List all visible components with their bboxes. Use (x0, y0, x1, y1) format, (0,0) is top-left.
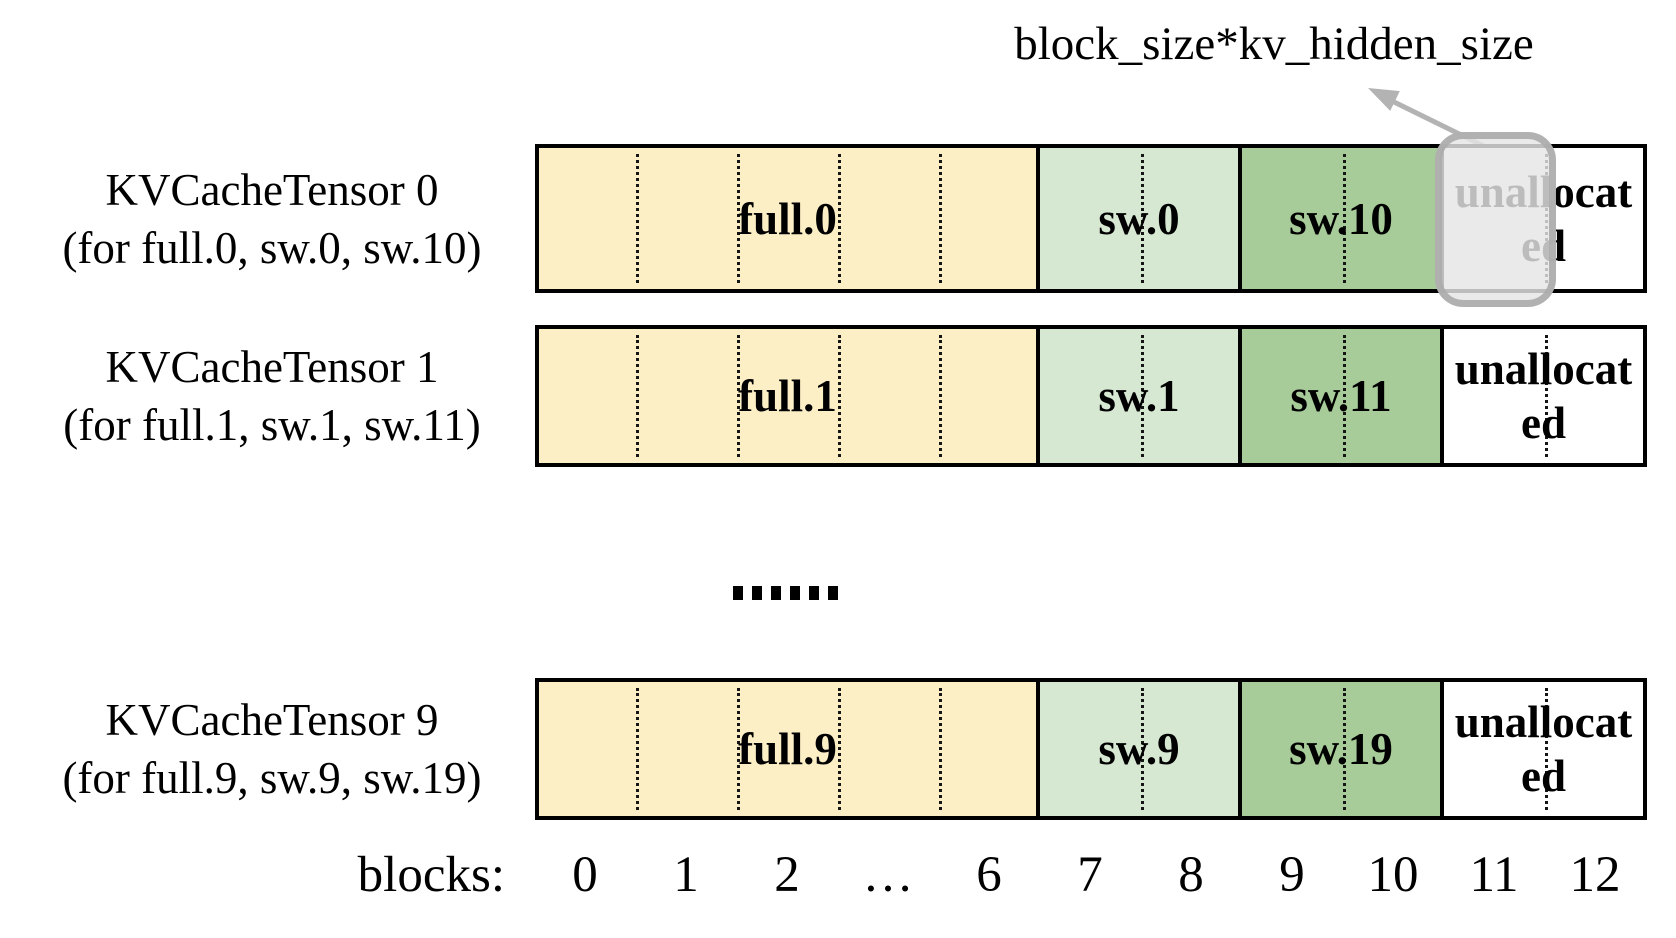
tensor-row-1: KVCacheTensor 1 (for full.1, sw.1, sw.11… (0, 325, 1676, 467)
tensor-title: KVCacheTensor 1 (105, 342, 439, 392)
segment-label: full.9 (738, 724, 837, 774)
block-divider (939, 154, 942, 283)
segment-full: full.9 (539, 682, 1040, 816)
block-divider (1343, 335, 1346, 457)
segment-label: sw.9 (1098, 724, 1180, 774)
block-number: 12 (1569, 847, 1621, 903)
block-number: … (862, 847, 914, 903)
block-divider (1545, 688, 1548, 810)
block-divider (939, 335, 942, 457)
block-divider (1545, 335, 1548, 457)
block-number: 6 (976, 847, 1002, 903)
block-number: 2 (774, 847, 800, 903)
block-divider (636, 688, 639, 810)
segment-label: unallocated (1454, 697, 1633, 801)
tensor-title: KVCacheTensor 0 (105, 164, 439, 215)
segment-label: sw.1 (1098, 371, 1180, 421)
block-divider (737, 335, 740, 457)
block-divider (737, 154, 740, 283)
block-number: 11 (1469, 847, 1519, 903)
block-number: 0 (572, 847, 598, 903)
highlighted-block-outline (1435, 132, 1556, 307)
tensor-title: KVCacheTensor 9 (105, 695, 439, 745)
block-divider (1141, 154, 1144, 283)
segment-label: unallocated (1454, 344, 1633, 448)
block-divider (737, 688, 740, 810)
segment-label: sw.10 (1289, 193, 1393, 244)
tensor-subtitle: (for full.1, sw.1, sw.11) (63, 400, 481, 450)
block-number: 7 (1077, 847, 1103, 903)
segment-unallocated: unallocated (1444, 329, 1643, 463)
tensor-subtitle: (for full.0, sw.0, sw.10) (62, 222, 482, 273)
tensor-row-9: KVCacheTensor 9 (for full.9, sw.9, sw.19… (0, 678, 1676, 820)
segment-unallocated: unallocated (1444, 682, 1643, 816)
segment-label: sw.0 (1098, 193, 1180, 244)
block-number: 9 (1279, 847, 1305, 903)
block-size-annotation: block_size*kv_hidden_size (1014, 18, 1534, 70)
row-ellipsis-icon (733, 586, 838, 600)
tensor-row-label: KVCacheTensor 0 (for full.0, sw.0, sw.10… (12, 144, 532, 293)
block-number: 8 (1178, 847, 1204, 903)
tensor-subtitle: (for full.9, sw.9, sw.19) (62, 753, 482, 803)
block-divider (838, 688, 841, 810)
block-divider (939, 688, 942, 810)
blocks-axis-label: blocks: (357, 847, 505, 903)
block-divider (1141, 335, 1144, 457)
block-divider (1343, 688, 1346, 810)
kv-cache-bar: full.9 sw.9 sw.19 unallocated (535, 678, 1647, 820)
segment-label: sw.19 (1289, 724, 1393, 774)
block-divider (838, 335, 841, 457)
block-divider (636, 154, 639, 283)
kv-cache-bar: full.1 sw.1 sw.11 unallocated (535, 325, 1647, 467)
segment-label: full.0 (738, 193, 837, 244)
segment-label: full.1 (738, 371, 837, 421)
segment-full: full.1 (539, 329, 1040, 463)
block-divider (1343, 154, 1346, 283)
block-divider (838, 154, 841, 283)
tensor-row-0: KVCacheTensor 0 (for full.0, sw.0, sw.10… (0, 144, 1676, 293)
segment-full: full.0 (539, 148, 1040, 289)
tensor-row-label: KVCacheTensor 1 (for full.1, sw.1, sw.11… (12, 325, 532, 467)
block-number: 1 (673, 847, 699, 903)
tensor-row-label: KVCacheTensor 9 (for full.9, sw.9, sw.19… (12, 678, 532, 820)
block-number: 10 (1367, 847, 1419, 903)
block-divider (1141, 688, 1144, 810)
block-divider (636, 335, 639, 457)
segment-label: sw.11 (1290, 371, 1392, 421)
